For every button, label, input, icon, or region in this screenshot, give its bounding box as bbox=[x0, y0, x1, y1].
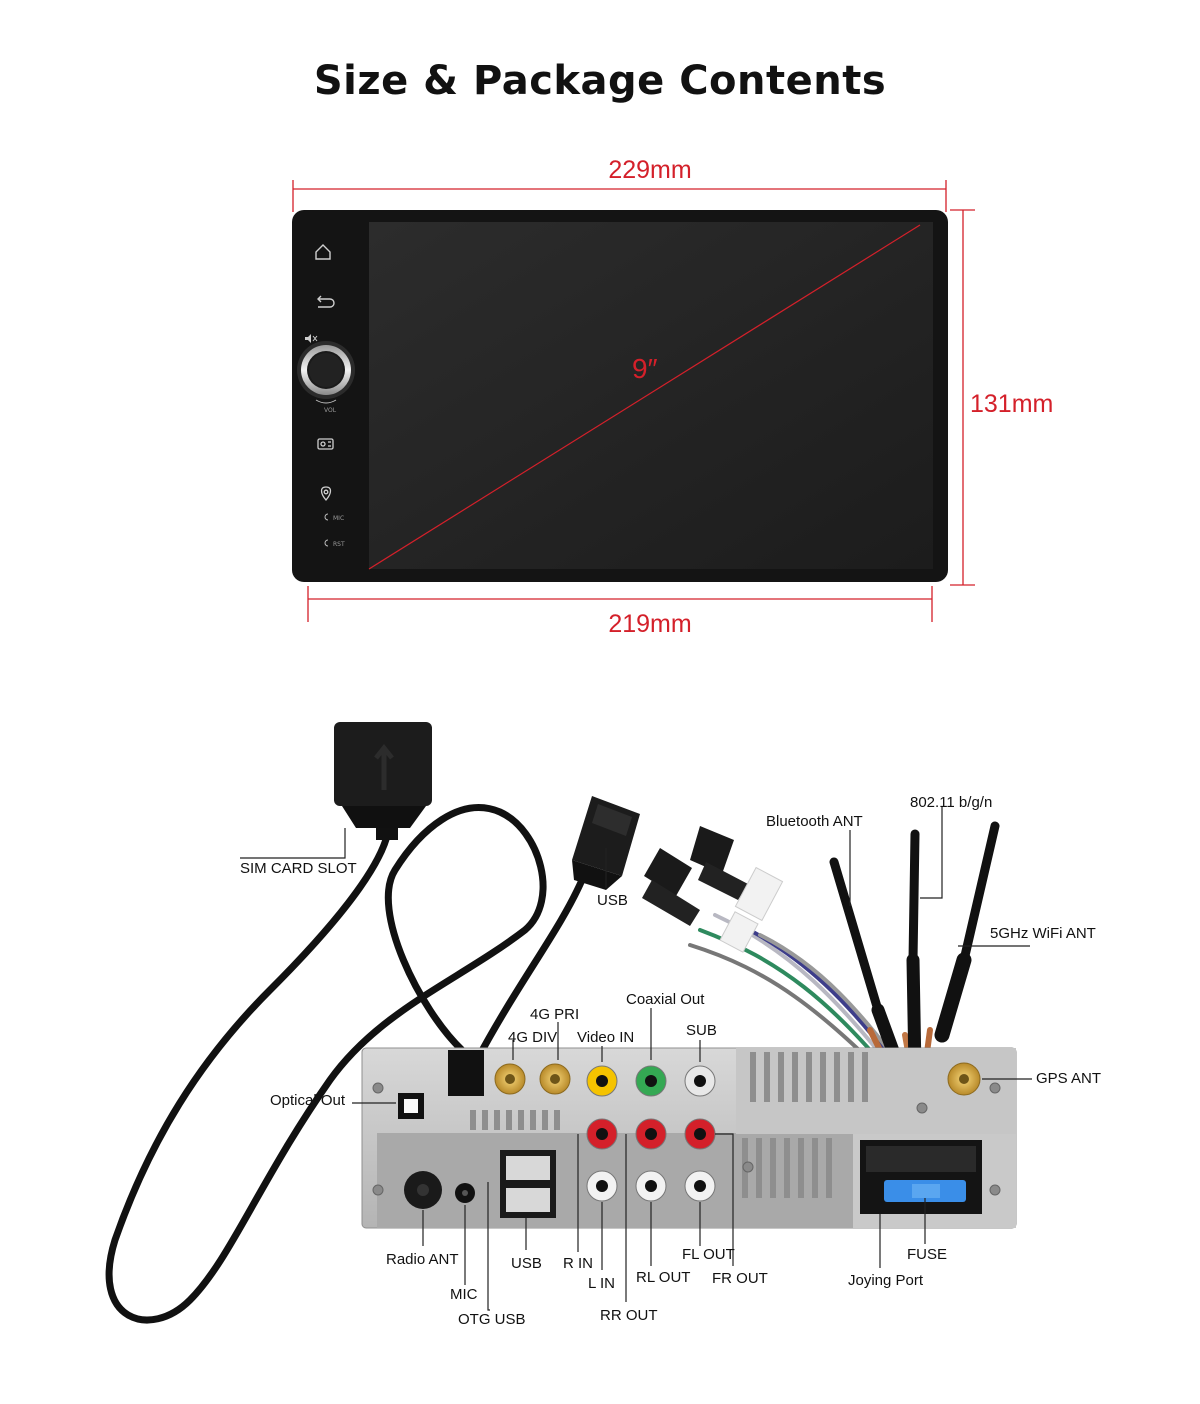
wifi-5-label: 5GHz WiFi ANT bbox=[990, 925, 1096, 942]
l-in-label: L IN bbox=[588, 1275, 615, 1292]
mic-hole-icon bbox=[324, 513, 329, 521]
bluetooth-ant-label: Bluetooth ANT bbox=[766, 813, 863, 830]
wifi-5-antenna bbox=[934, 821, 1000, 1043]
otg-usb-label: OTG USB bbox=[458, 1311, 526, 1328]
fl-out-label: FL OUT bbox=[682, 1246, 735, 1263]
coaxial-out-label: Coaxial Out bbox=[626, 991, 705, 1008]
dimension-bottom bbox=[307, 586, 933, 622]
width-bottom-label: 219mm bbox=[608, 610, 691, 638]
home-icon[interactable] bbox=[315, 244, 331, 260]
fr-out-label: FR OUT bbox=[712, 1270, 768, 1287]
rr-out-jack bbox=[635, 1118, 667, 1150]
back-icon[interactable] bbox=[317, 295, 335, 308]
rr-out-label: RR OUT bbox=[600, 1307, 658, 1324]
sub-label: SUB bbox=[686, 1022, 717, 1039]
mic-port bbox=[455, 1183, 475, 1203]
gps-icon[interactable] bbox=[320, 486, 332, 501]
coaxial-out-jack bbox=[635, 1065, 667, 1097]
mic-label-rear: MIC bbox=[450, 1286, 478, 1303]
l-in-jack bbox=[586, 1170, 618, 1202]
antenna-4g-div-port bbox=[494, 1063, 526, 1095]
video-in-jack bbox=[586, 1065, 618, 1097]
mute-icon[interactable] bbox=[305, 334, 318, 343]
usb-cable bbox=[474, 876, 586, 1062]
height-label: 131mm bbox=[970, 390, 1053, 418]
sim-cable bbox=[105, 804, 547, 1324]
device-screen bbox=[369, 222, 933, 569]
usb-cable-label: USB bbox=[597, 892, 628, 909]
rl-out-jack bbox=[635, 1170, 667, 1202]
antenna-4g-pri-port bbox=[539, 1063, 571, 1095]
wifi-24-antenna bbox=[906, 829, 922, 1077]
fl-out-jack bbox=[684, 1170, 716, 1202]
joying-port-label: Joying Port bbox=[848, 1272, 924, 1289]
gps-ant-port bbox=[947, 1062, 981, 1096]
joying-port-socket bbox=[860, 1140, 982, 1214]
leader-lines bbox=[240, 806, 1032, 1311]
volume-knob[interactable] bbox=[297, 341, 355, 404]
radio-ant-port bbox=[404, 1171, 442, 1209]
width-top-label: 229mm bbox=[608, 156, 691, 184]
diagonal-line bbox=[368, 224, 921, 570]
4g-div-label: 4G DIV bbox=[508, 1029, 557, 1046]
radio-icon[interactable] bbox=[317, 438, 334, 450]
sim-card-slot-label: SIM CARD SLOT bbox=[240, 860, 357, 877]
optical-out-port bbox=[398, 1093, 424, 1119]
optical-out-label: Optical Out bbox=[270, 1092, 346, 1109]
usb-port-label: USB bbox=[511, 1255, 542, 1272]
rl-out-label: RL OUT bbox=[636, 1269, 690, 1286]
r-in-label: R IN bbox=[563, 1255, 593, 1272]
sub-jack bbox=[684, 1065, 716, 1097]
dimension-top bbox=[292, 180, 947, 212]
wifi-24-label: 802.11 b/g/n bbox=[910, 794, 992, 811]
dimension-height bbox=[950, 209, 975, 586]
usb-plug-in-chassis bbox=[448, 1050, 484, 1096]
sim-card-module bbox=[334, 722, 432, 840]
cable-tags bbox=[719, 866, 784, 953]
small-connectors bbox=[642, 826, 748, 926]
page-title: Size & Package Contents bbox=[313, 58, 887, 104]
diagonal-label: 9″ bbox=[632, 353, 658, 384]
usb-female-connector bbox=[572, 796, 640, 890]
r-in-jack bbox=[586, 1118, 618, 1150]
video-in-label: Video IN bbox=[577, 1029, 634, 1046]
fr-out-jack bbox=[684, 1118, 716, 1150]
4g-pri-label: 4G PRI bbox=[530, 1006, 579, 1023]
rst-hole-icon[interactable] bbox=[324, 539, 329, 547]
rst-label: RST bbox=[333, 541, 345, 548]
vol-label: VOL bbox=[324, 407, 337, 414]
usb-ports bbox=[500, 1150, 556, 1218]
head-unit: 9″ VOL MIC bbox=[292, 210, 948, 582]
fuse-label: FUSE bbox=[907, 1246, 947, 1263]
mic-label: MIC bbox=[333, 515, 344, 522]
radio-ant-label: Radio ANT bbox=[386, 1251, 459, 1268]
gps-ant-label: GPS ANT bbox=[1036, 1070, 1101, 1087]
